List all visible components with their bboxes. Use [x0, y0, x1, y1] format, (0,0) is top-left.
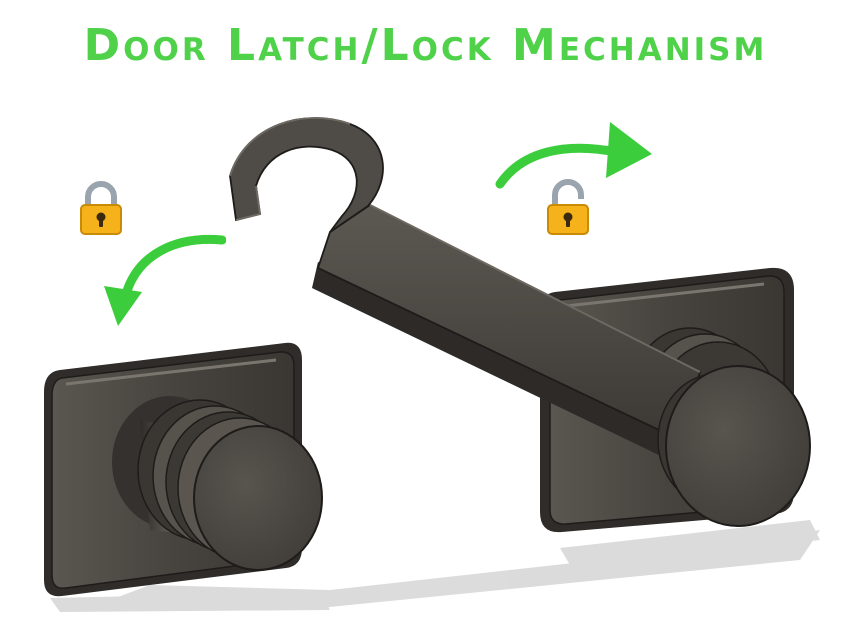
page-title: Door Latch/Lock Mechanism: [83, 20, 768, 71]
latch-arm: [229, 117, 811, 527]
rotate-right-arrow-icon: [494, 112, 656, 192]
unlocked-padlock-icon: [543, 178, 593, 236]
left-knob-assembly: [44, 342, 323, 597]
ground-shadow: [50, 520, 820, 612]
rotate-left-arrow-icon: [96, 228, 226, 328]
locked-padlock-icon: [76, 180, 126, 238]
